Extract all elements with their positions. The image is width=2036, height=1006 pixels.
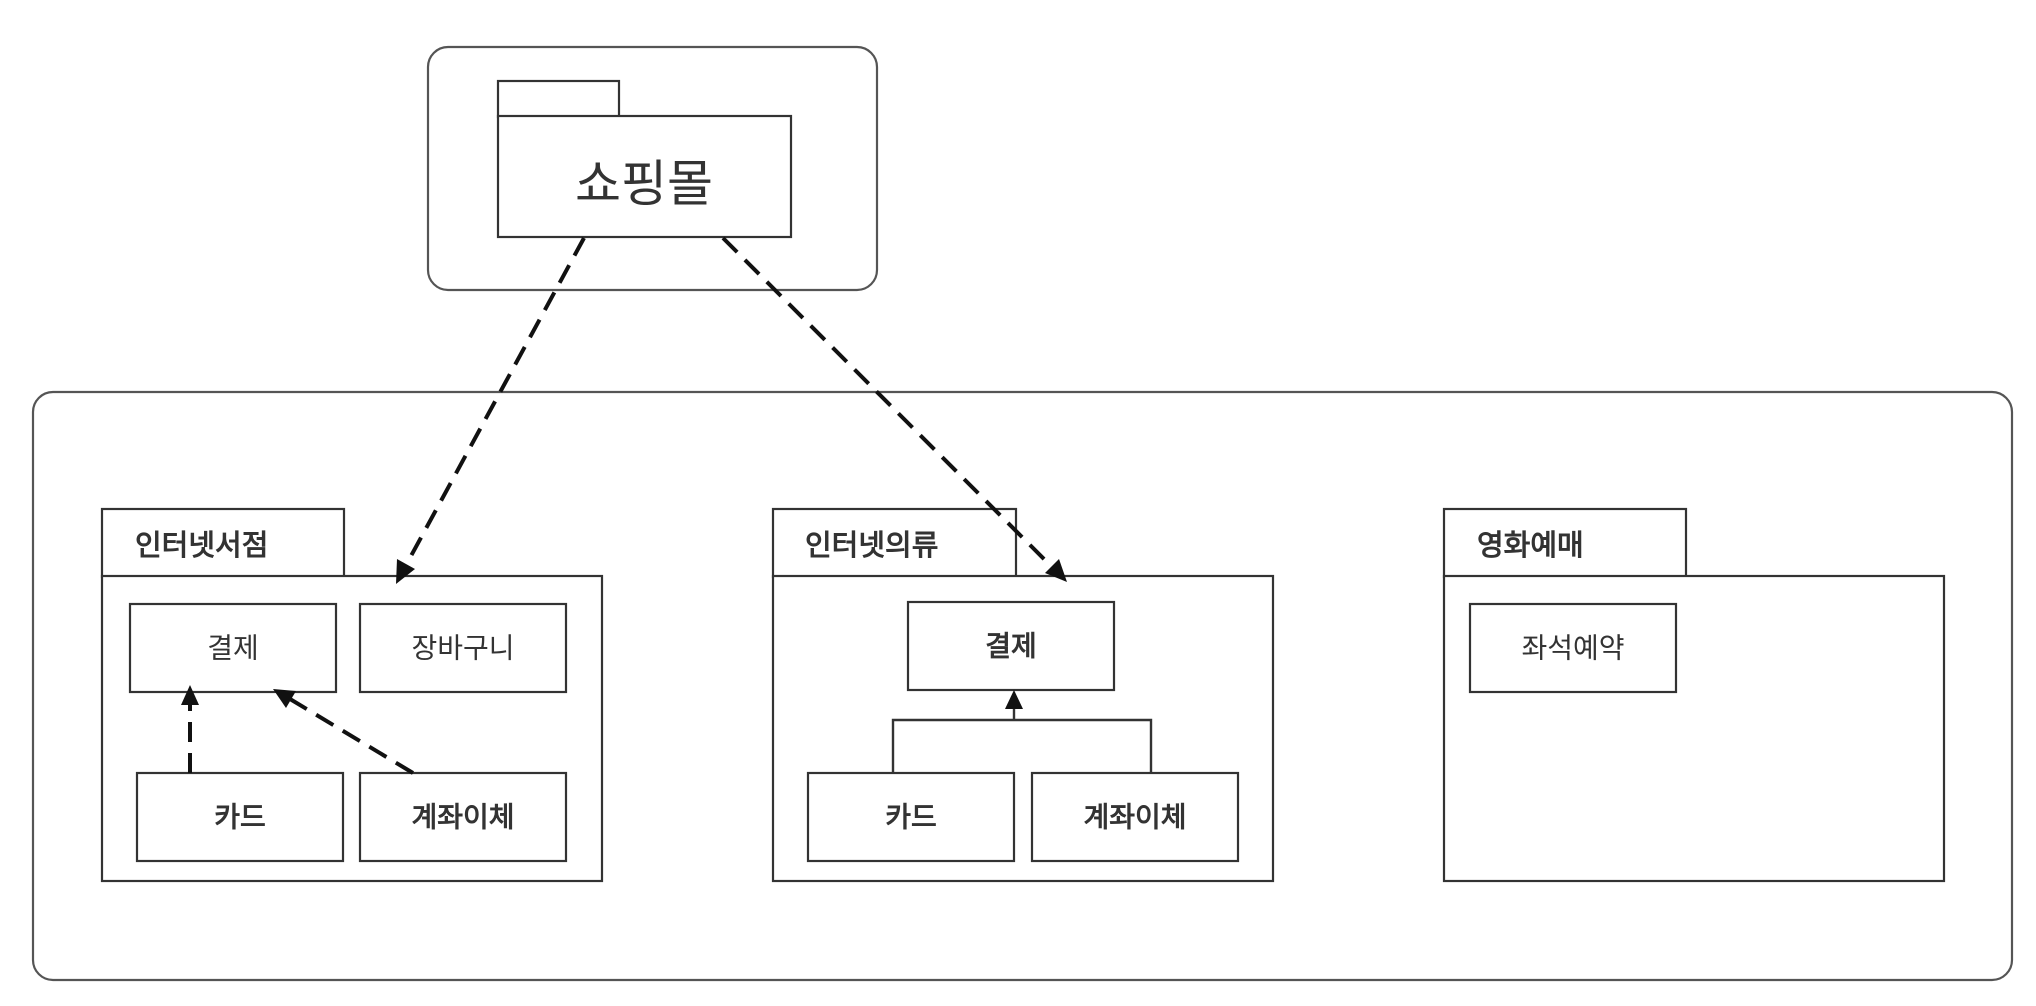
generalization-tree: [891, 690, 1153, 773]
class-account-transfer: [1030, 771, 1240, 863]
package-internet-clothing: 인터넷의류 결제 카드 계좌이체: [771, 507, 1275, 883]
root-frame: [426, 45, 879, 292]
class-card: [135, 771, 345, 863]
class-card: [806, 771, 1016, 863]
dependency-arrow-card-to-payment: [181, 685, 199, 773]
class-name: 좌석예약: [1521, 632, 1624, 665]
class-payment: [128, 602, 338, 694]
class-cart: [358, 602, 568, 694]
class-payment: [906, 600, 1116, 692]
class-seat-reservation: [1468, 602, 1678, 694]
package-tab: [771, 507, 1018, 579]
class-name: 카드: [885, 801, 937, 834]
class-name: 카드: [214, 801, 266, 834]
package-movie-booking: 영화예매 좌석예약: [1442, 507, 1946, 883]
dependency-arrow-to-bookstore: [396, 237, 586, 584]
package-name: 쇼핑몰: [575, 155, 713, 213]
class-name: 장바구니: [411, 632, 514, 665]
class-name: 계좌이체: [1083, 801, 1186, 834]
package-shopping-mall: 쇼핑몰: [496, 79, 793, 239]
class-name: 결제: [985, 630, 1037, 663]
package-name: 영화예매: [1477, 528, 1584, 562]
package-body: [496, 114, 793, 239]
package-name: 인터넷의류: [805, 528, 938, 562]
class-account-transfer: [358, 771, 568, 863]
package-tab: [496, 79, 621, 119]
subsystem-frame: [31, 390, 2014, 982]
package-name: 인터넷서점: [135, 528, 268, 562]
dependency-arrow-to-clothing: [721, 236, 1067, 582]
class-name: 결제: [207, 632, 259, 665]
package-internet-bookstore: 인터넷서점 결제 장바구니 카드 계좌이체: [100, 507, 604, 883]
class-name: 계좌이체: [411, 801, 514, 834]
package-tab: [1442, 507, 1688, 579]
dependency-arrow-transfer-to-payment: [273, 689, 415, 775]
